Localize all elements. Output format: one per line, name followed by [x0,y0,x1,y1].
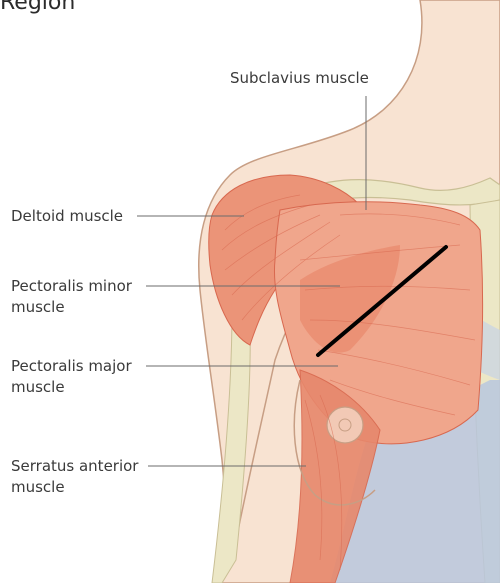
label-pec-major-line1: Pectoralis major [11,356,132,376]
label-deltoid: Deltoid muscle [11,206,123,226]
label-pec-minor-line2: muscle [11,297,65,317]
label-serratus-line1: Serratus anterior [11,456,138,476]
label-subclavius: Subclavius muscle [230,68,369,88]
label-pec-major-line2: muscle [11,377,65,397]
nipple-areola [327,407,363,443]
label-serratus-line2: muscle [11,477,65,497]
diagram-title: Region [0,0,75,15]
label-pec-minor-line1: Pectoralis minor [11,276,132,296]
